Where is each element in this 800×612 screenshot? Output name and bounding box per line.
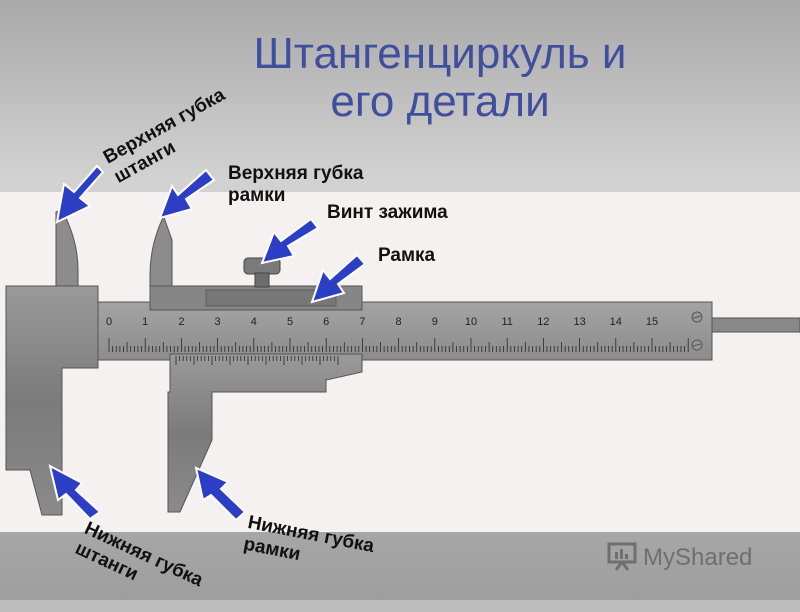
scale-number: 2: [178, 316, 184, 328]
scale-number: 15: [646, 316, 658, 328]
scale-number: 7: [359, 316, 365, 328]
scale-number: 6: [323, 316, 329, 328]
scale-number: 1: [142, 316, 148, 328]
upper-jaw-bar: [56, 210, 78, 290]
arrow-clamp-screw: [262, 219, 318, 263]
scale-number: 8: [396, 316, 402, 328]
scale-number: 14: [610, 316, 622, 328]
scale-number: 3: [215, 316, 221, 328]
bar-head: [6, 286, 98, 515]
arrow-upper-jaw-bar: [57, 166, 103, 222]
scale-number: 13: [573, 316, 585, 328]
scale-number: 0: [106, 316, 112, 328]
scale-number: 9: [432, 316, 438, 328]
arrow-upper-jaw-frame: [160, 170, 214, 218]
scale-number: 11: [501, 316, 512, 328]
scale-number: 5: [287, 316, 293, 328]
main-bar: [90, 302, 712, 360]
label-upper-jaw-frame: Верхняя губка рамки: [228, 163, 363, 207]
frame-lower-jaw: [168, 354, 362, 512]
arrow-lower-jaw-frame: [196, 468, 245, 520]
scale-number: 4: [251, 316, 257, 328]
label-frame: Рамка: [378, 245, 435, 267]
clamp-screw-stem: [255, 273, 269, 287]
watermark-text: MyShared: [643, 544, 752, 571]
scale-number: 10: [465, 316, 477, 328]
depth-rod: [710, 318, 800, 332]
scale-number: 12: [537, 316, 549, 328]
label-upper-jaw-frame-line1: Верхняя губка: [228, 163, 363, 185]
upper-jaw-frame: [150, 208, 172, 292]
watermark-logo: MyShared: [607, 540, 777, 572]
presentation-icon: [609, 544, 635, 570]
label-clamp-screw: Винт зажима: [327, 202, 448, 224]
